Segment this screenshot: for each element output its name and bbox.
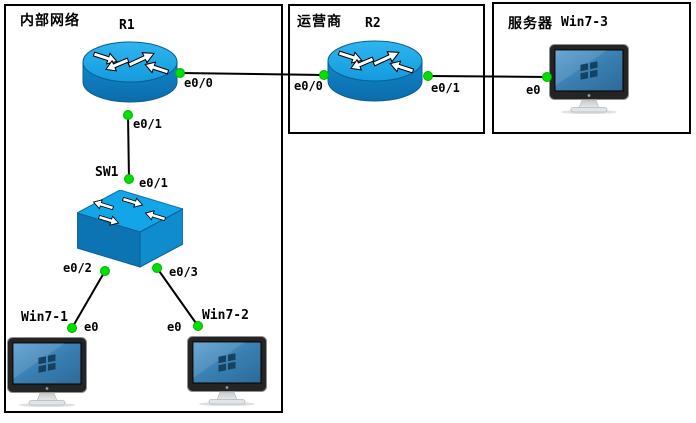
group-label-internal-network: 内部网络 bbox=[20, 12, 80, 28]
device-sw1-switch-icon[interactable] bbox=[77, 190, 183, 268]
port-label-r2-e0-0: e0/0 bbox=[294, 79, 323, 93]
link-sw1-win7-1[interactable] bbox=[71, 270, 106, 329]
port-status-dot-sw1-e0-1 bbox=[124, 174, 134, 184]
device-r2-router-icon[interactable] bbox=[327, 40, 423, 102]
device-label-win7-1: Win7-1 bbox=[21, 310, 68, 325]
port-label-win7-3-e0: e0 bbox=[526, 83, 541, 97]
port-label-r1-e0-0: e0/0 bbox=[184, 76, 213, 90]
port-label-sw1-e0-2: e0/2 bbox=[63, 261, 92, 275]
link-r1-r2[interactable] bbox=[179, 72, 325, 76]
group-label-isp: 运营商 bbox=[297, 13, 342, 29]
link-r2-win7-3[interactable] bbox=[427, 75, 548, 78]
port-status-dot-win7-3-e0 bbox=[542, 72, 552, 82]
device-r1-router-icon[interactable] bbox=[82, 41, 178, 103]
port-label-r2-e0-1: e0/1 bbox=[431, 81, 460, 95]
device-label-r1: R1 bbox=[119, 18, 135, 33]
port-label-r1-e0-1: e0/1 bbox=[133, 117, 162, 131]
port-status-dot-sw1-e0-2 bbox=[100, 266, 110, 276]
device-win7-1-monitor-icon[interactable] bbox=[7, 337, 87, 407]
port-status-dot-r2-e0-1 bbox=[423, 71, 433, 81]
port-status-dot-r1-e0-0 bbox=[175, 68, 185, 78]
port-status-dot-r1-e0-1 bbox=[123, 110, 133, 120]
port-label-sw1-e0-3: e0/3 bbox=[169, 265, 198, 279]
port-status-dot-win7-2-e0 bbox=[193, 321, 203, 331]
port-label-win7-2-e0: e0 bbox=[167, 320, 182, 334]
device-label-sw1: SW1 bbox=[95, 165, 119, 180]
device-label-r2: R2 bbox=[365, 16, 381, 31]
link-sw1-win7-2[interactable] bbox=[156, 267, 199, 327]
port-label-win7-1-e0: e0 bbox=[84, 320, 99, 334]
port-status-dot-sw1-e0-3 bbox=[152, 263, 162, 273]
group-label-server: 服务器 bbox=[508, 15, 553, 31]
port-status-dot-win7-1-e0 bbox=[67, 323, 77, 333]
device-win7-2-monitor-icon[interactable] bbox=[187, 336, 267, 406]
port-status-dot-r2-e0-0 bbox=[319, 70, 329, 80]
port-label-sw1-e0-1: e0/1 bbox=[139, 176, 168, 190]
device-win7-3-monitor-icon[interactable] bbox=[549, 44, 629, 114]
device-label-win7-2: Win7-2 bbox=[202, 308, 249, 323]
device-label-win7-3: Win7-3 bbox=[561, 15, 608, 30]
link-r1-sw1[interactable] bbox=[127, 114, 130, 180]
